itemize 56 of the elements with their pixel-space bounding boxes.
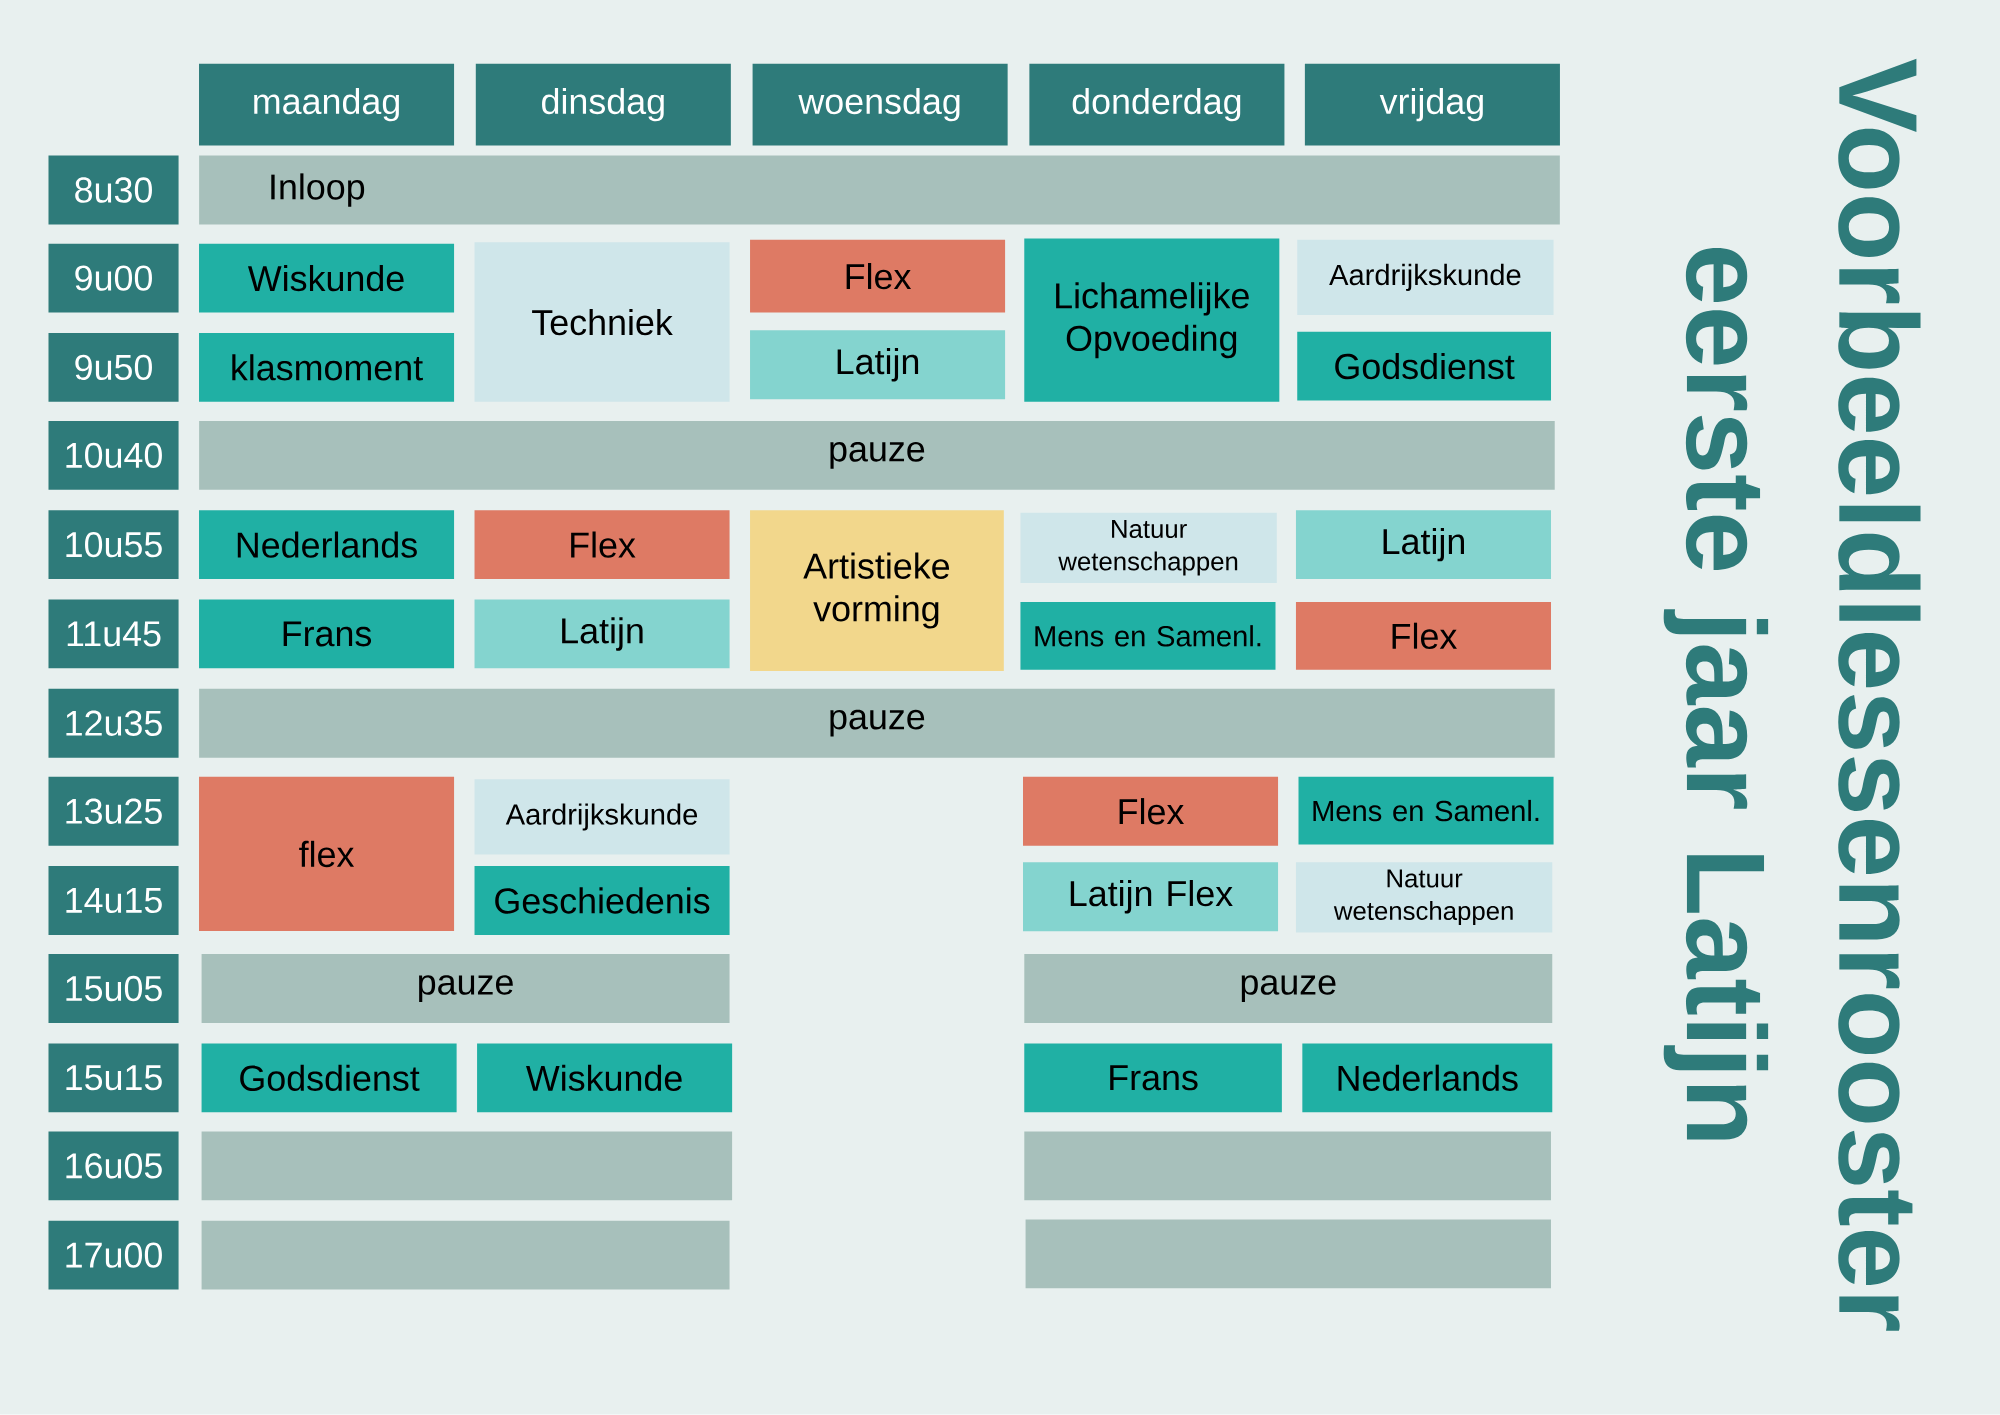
lesson-box: Nederlands [1302, 1043, 1553, 1113]
lesson-box: Frans [1024, 1043, 1282, 1113]
time-label: 17u00 [48, 1220, 179, 1290]
day-header: vrijdag [1304, 64, 1560, 146]
lesson-box: Latijn Flex [1023, 862, 1279, 932]
empty-slot [1024, 1131, 1551, 1201]
lesson-box: Godsdienst [201, 1043, 457, 1113]
title: Voorbeeldlessenrooster eerste jaar Latijn [1663, 58, 1921, 1331]
time-label: 11u45 [48, 599, 179, 669]
lesson-box: Flex [1023, 777, 1279, 846]
lesson-box: Latijn [474, 599, 730, 669]
lesson-box: Techniek [474, 242, 730, 402]
break-bar: pauze [1024, 954, 1553, 1024]
lesson-box: Mens en Samenl. [1298, 777, 1554, 845]
time-label: 14u15 [48, 866, 179, 936]
lesson-box: Wiskunde [477, 1043, 733, 1113]
lesson-box: Latijn [1295, 510, 1551, 580]
lesson-box: Aardrijkskunde [474, 779, 730, 855]
lesson-box: Flex [1295, 602, 1551, 670]
time-label: 15u15 [48, 1043, 179, 1113]
lesson-box: Wiskunde [199, 243, 455, 313]
time-label: 9u50 [48, 333, 179, 402]
empty-slot [201, 1131, 733, 1201]
lesson-box: Natuur wetenschappen [1020, 513, 1277, 584]
empty-slot [201, 1220, 730, 1290]
day-header: dinsdag [475, 64, 731, 146]
break-bar: pauze [199, 689, 1555, 758]
lesson-box: Aardrijkskunde [1297, 240, 1554, 316]
time-label: 10u40 [48, 421, 179, 491]
break-bar: pauze [199, 421, 1555, 491]
lesson-box: Mens en Samenl. [1020, 602, 1276, 670]
time-label: 10u55 [48, 510, 179, 580]
lesson-box: Geschiedenis [474, 866, 730, 936]
lesson-box: Godsdienst [1297, 331, 1551, 401]
day-header: donderdag [1029, 64, 1285, 146]
day-header: woensdag [752, 64, 1008, 146]
empty-slot [1025, 1219, 1551, 1289]
lesson-box: Artistieke vorming [750, 510, 1004, 672]
lesson-box: Flex [750, 240, 1006, 313]
time-label: 16u05 [48, 1131, 179, 1201]
time-label: 15u05 [48, 954, 179, 1024]
break-bar: pauze [201, 954, 730, 1024]
break-bar: Inloop [199, 155, 1560, 225]
lesson-box: Frans [199, 599, 455, 669]
lesson-box: Flex [474, 510, 730, 580]
time-label: 13u25 [48, 777, 179, 846]
lesson-box: klasmoment [199, 333, 455, 402]
time-label: 8u30 [48, 155, 179, 225]
lesson-box: Natuur wetenschappen [1295, 862, 1553, 933]
time-label: 9u00 [48, 243, 179, 313]
lesson-box: flex [199, 777, 455, 932]
lesson-box: Nederlands [199, 510, 455, 580]
lesson-box: Lichamelijke Opvoeding [1024, 238, 1280, 402]
time-label: 12u35 [48, 689, 179, 758]
lesson-box: Latijn [750, 330, 1006, 400]
day-header: maandag [199, 64, 455, 146]
